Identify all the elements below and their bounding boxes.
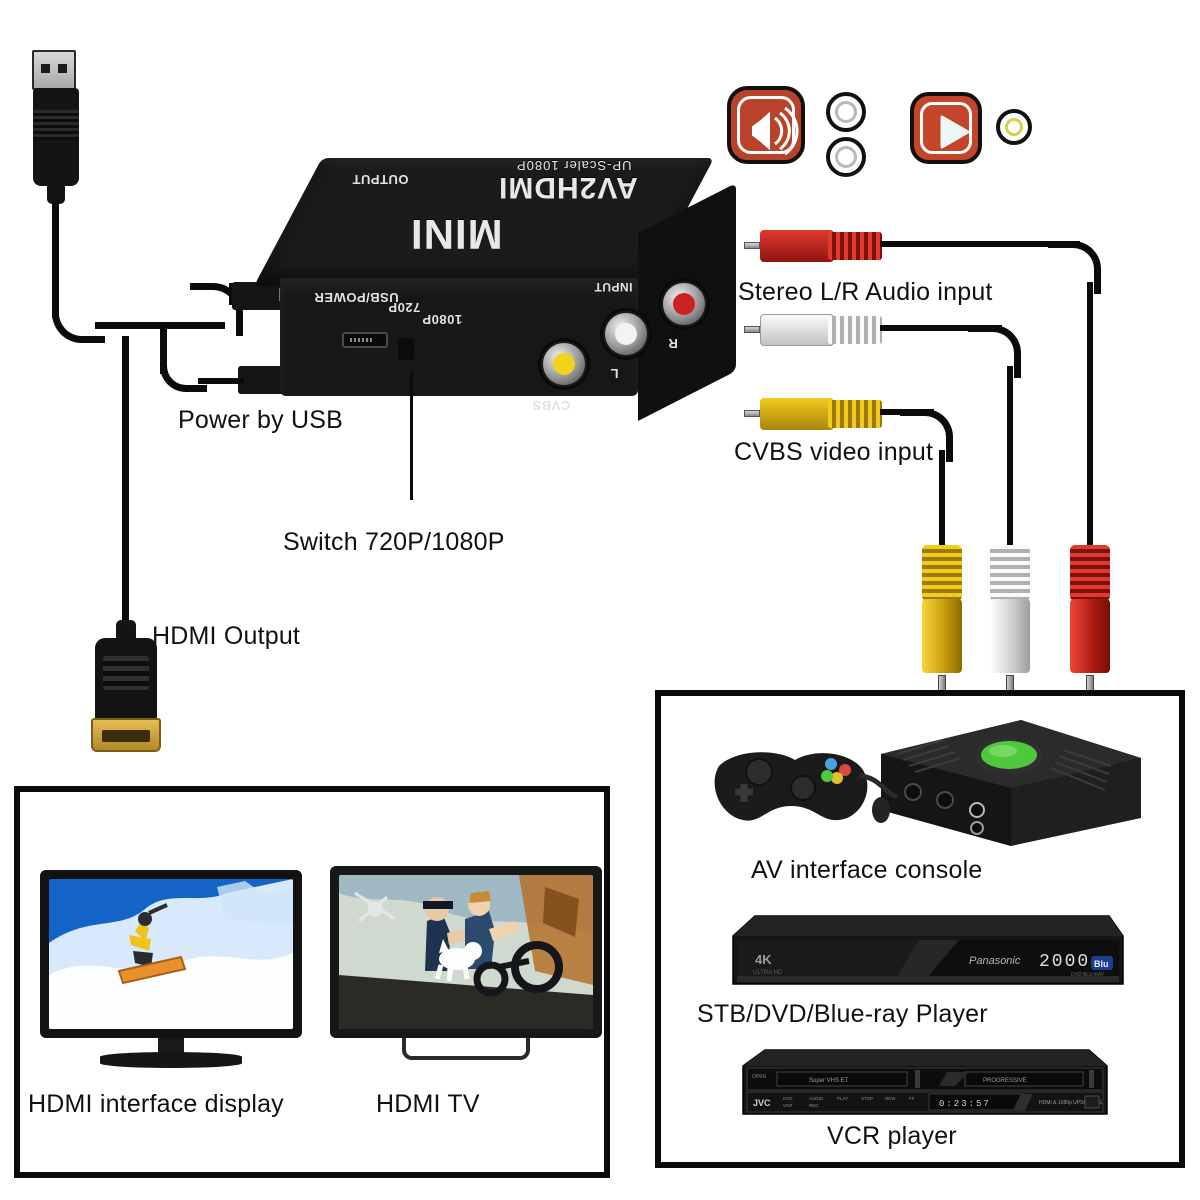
product-brand-mini: MINI	[410, 211, 503, 258]
vcr-brand: JVC	[753, 1098, 771, 1108]
usb-cable-segment-vertical	[52, 200, 59, 318]
rca-cable-red-horizontal	[880, 241, 1080, 247]
display-devices-panel: HDMI interface display	[14, 786, 610, 1178]
tv1-screen	[49, 879, 293, 1029]
callout-power-by-usb: Power by USB	[178, 406, 343, 434]
disc-player-display: 2000	[1039, 952, 1090, 972]
resolution-switch[interactable]	[398, 338, 414, 360]
display-label-hdmi-tv: HDMI TV	[376, 1090, 480, 1118]
usb-power-label: USB/POWER	[314, 290, 399, 305]
callout-cvbs-video-input: CVBS video input	[734, 438, 934, 466]
product-model-av2hdmi: AV2HDMI	[498, 171, 638, 204]
svg-text:PLAY: PLAY	[837, 1096, 848, 1101]
rca-label-l: L	[610, 366, 619, 381]
usb-a-strain-relief	[47, 178, 65, 204]
input-port-label: INPUT	[594, 280, 633, 294]
vcr-illustration: Super VHS ET PROGRESSIVE OPEN JVC DVD VCR…	[733, 1044, 1117, 1126]
rca-cable-red-elbow	[1048, 241, 1101, 294]
rca-label-r: R	[668, 336, 678, 351]
callout-stereo-audio-input: Stereo L/R Audio input	[738, 278, 993, 306]
source-label-stb-dvd-bluray: STB/DVD/Blue-ray Player	[697, 1000, 988, 1028]
hdmi-cable	[122, 336, 129, 636]
ring-icon-upper	[826, 92, 866, 132]
rca-male-plug-white	[990, 545, 1030, 701]
ring-icon-lower	[826, 137, 866, 177]
tv2-screen	[339, 875, 593, 1029]
rca-label-cvbs: CVBS	[532, 398, 571, 413]
disc-player-brand: Panasonic	[969, 955, 1021, 967]
tv1-stand-neck	[158, 1038, 184, 1056]
svg-text:0:23:57: 0:23:57	[939, 1099, 991, 1109]
svg-text:STOP: STOP	[861, 1096, 873, 1101]
source-devices-panel: AV interface console 4K ULTRA HD Panason…	[655, 690, 1185, 1168]
rca-cable-yellow-elbow	[900, 409, 953, 462]
svg-text:DVD: DVD	[783, 1096, 793, 1101]
rca-male-plug-yellow	[922, 545, 962, 701]
tv1-stand-base	[100, 1052, 242, 1068]
switch-1080p-label: 1080P	[422, 312, 463, 327]
disc-player-illustration: 4K ULTRA HD Panasonic 2000 DVD BLU-RAY B…	[719, 908, 1131, 1000]
usb-cable-elbow-bottom	[52, 290, 105, 343]
usb-a-tip	[32, 50, 76, 90]
callout-hdmi-output: HDMI Output	[152, 622, 301, 650]
rca-jack-cvbs[interactable]	[541, 341, 587, 387]
rca-cable-yellow-vertical	[939, 450, 945, 620]
usb-branch-tail	[198, 378, 244, 384]
rca-cable-white-elbow	[968, 325, 1021, 378]
rca-jack-r[interactable]	[661, 281, 707, 327]
callout-switch-720p-1080p: Switch 720P/1080P	[283, 528, 505, 556]
switch-leader-line	[410, 372, 413, 500]
hdmi-interface-display-tv	[40, 870, 302, 1068]
source-label-vcr-player: VCR player	[827, 1122, 957, 1150]
hdmi-connector-body	[95, 638, 157, 724]
hdmi-tv	[330, 866, 602, 1060]
speaker-icon	[727, 86, 805, 164]
svg-text:VCR: VCR	[783, 1103, 793, 1108]
usb-a-grip	[33, 110, 79, 140]
usb-cable-branch-elbow	[160, 345, 207, 392]
svg-text:REW: REW	[885, 1096, 896, 1101]
svg-text:AUDIO: AUDIO	[809, 1096, 824, 1101]
output-port-label: OUTPUT	[352, 172, 409, 187]
switch-720p-label: 720P	[388, 300, 421, 315]
av2hdmi-converter: MINI AV2HDMI UP-Scaler 1080P OUTPUT INPU…	[253, 150, 736, 460]
svg-text:HDMI & 1080p UPSCALING: HDMI & 1080p UPSCALING	[1039, 1100, 1102, 1106]
svg-text:PROGRESSIVE: PROGRESSIVE	[983, 1078, 1027, 1084]
product-subtitle-upscaler: UP-Scaler 1080P	[516, 158, 632, 173]
display-label-hdmi-interface-display: HDMI interface display	[28, 1090, 284, 1118]
micro-usb-power-port[interactable]	[342, 332, 388, 348]
game-console-illustration	[691, 714, 1151, 852]
rca-cable-white-horizontal	[880, 325, 1002, 331]
rca-cable-white-vertical	[1007, 366, 1013, 620]
source-label-av-interface-console: AV interface console	[751, 856, 983, 884]
rca-jack-l[interactable]	[603, 311, 649, 357]
svg-text:Blu: Blu	[1094, 959, 1109, 969]
svg-text:4K: 4K	[755, 952, 772, 967]
svg-text:OPEN: OPEN	[752, 1074, 767, 1080]
hdmi-gold-contacts	[91, 718, 161, 752]
svg-text:DVD BLU-RAY: DVD BLU-RAY	[1071, 972, 1105, 978]
rca-cable-red-vertical	[1087, 282, 1093, 620]
svg-text:Super VHS ET: Super VHS ET	[809, 1078, 849, 1084]
svg-text:REC: REC	[809, 1103, 819, 1108]
svg-text:ULTRA HD: ULTRA HD	[753, 970, 783, 976]
ring-icon-yellow	[996, 109, 1032, 145]
tv2-stand	[402, 1038, 530, 1060]
play-icon	[910, 92, 982, 164]
rca-male-plug-red	[1070, 545, 1110, 701]
svg-text:FF: FF	[909, 1096, 915, 1101]
